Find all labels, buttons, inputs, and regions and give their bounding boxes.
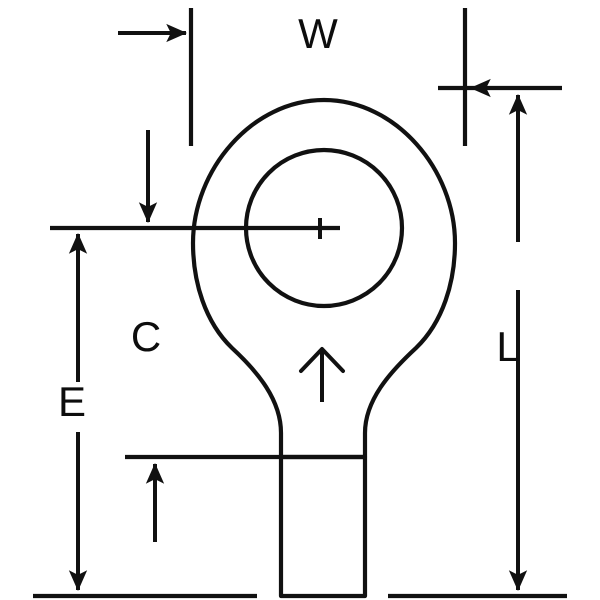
extension-lines-group — [33, 8, 567, 599]
dimension-arrows-group — [68, 23, 540, 592]
dimension-label-l: L — [496, 323, 519, 370]
dimension-arrow-barrel-pointer-head-icon — [299, 347, 345, 373]
dimension-label-w: W — [298, 10, 338, 57]
dimension-label-c: C — [131, 313, 161, 360]
ring-tongue-outline — [190, 97, 458, 460]
dimension-label-e: E — [58, 378, 86, 425]
